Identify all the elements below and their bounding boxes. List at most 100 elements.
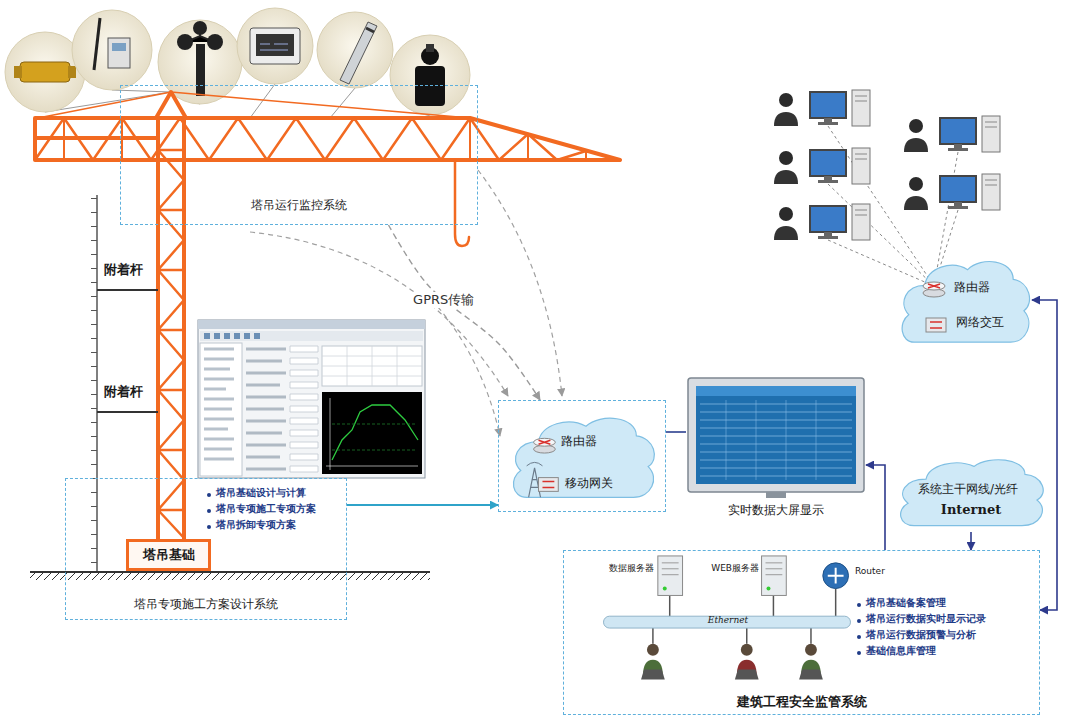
sensor-icons (112, 43, 126, 51)
bullet-item: 基础信息库管理 (866, 645, 936, 658)
network-illustration (805, 644, 817, 656)
software-screenshot (200, 331, 423, 341)
network-illustration (799, 670, 823, 680)
screen-display: 实时数据大屏显示 (686, 376, 866, 524)
client-computers (940, 118, 976, 144)
connector (666, 431, 686, 433)
router-cloud: 路由器网络交互 (898, 252, 1032, 350)
client-computers (810, 206, 846, 232)
software-screenshot (198, 320, 425, 329)
sensor-icons (193, 21, 207, 35)
sensor-icons (108, 38, 130, 68)
signal-arcs (432, 300, 500, 436)
client-computers (810, 150, 846, 176)
client-computers (855, 96, 867, 101)
ground (30, 571, 430, 573)
ground (30, 573, 430, 580)
client-computers (774, 148, 870, 184)
client-computers (904, 174, 1000, 210)
connector (970, 532, 972, 550)
node-title: Internet (941, 502, 1001, 518)
client-computers (774, 204, 870, 240)
client-computers (954, 144, 962, 148)
building-edge (96, 195, 98, 572)
bullet-item: 塔吊运行数据预警与分析 (866, 629, 976, 642)
network-illustration (735, 670, 759, 680)
connector (389, 225, 541, 400)
software-screenshot (322, 346, 422, 386)
signal-arcs (250, 232, 508, 396)
client-computers (982, 116, 1000, 152)
cloud-shape (542, 482, 554, 488)
client-computers (779, 151, 793, 165)
client-computers (904, 196, 928, 210)
system-region: 塔吊运行监控系统 (120, 85, 478, 225)
network-illustration (767, 587, 771, 591)
device-label: 数据服务器 (609, 563, 654, 574)
client-computers (774, 170, 798, 184)
cloud-shape (527, 462, 543, 465)
cloud-shape (901, 460, 1044, 526)
monitor-shape (700, 404, 852, 476)
signal-arcs (478, 170, 562, 396)
cloud-shape (539, 440, 551, 444)
bullet-dot (207, 493, 211, 497)
building-edge (94, 195, 158, 572)
network-illustration (828, 568, 844, 584)
client-computers (774, 90, 1000, 240)
sensor-icons (250, 28, 300, 64)
sensor-icons (94, 18, 100, 70)
client-computers (852, 90, 870, 126)
software-screenshot (246, 349, 286, 469)
sensor-icons (260, 44, 288, 50)
software-screenshot (214, 333, 220, 339)
sensor-icons (14, 66, 22, 78)
bullet-item: 塔吊基础设计与计算 (216, 487, 306, 500)
cloud-shape (534, 438, 556, 446)
sensor-icons (366, 28, 374, 32)
network-illustration (662, 563, 679, 575)
network-illustration (766, 563, 783, 575)
cloud-shape (499, 401, 665, 511)
client-computers (774, 112, 798, 126)
edge-label: GPRS传输 (410, 292, 477, 308)
software-screenshot (332, 424, 416, 450)
bus-label: Ethernet (708, 615, 748, 626)
software-screenshot (322, 392, 422, 474)
connector (866, 465, 885, 550)
client-computers (818, 122, 838, 125)
sensor-icons (390, 35, 470, 115)
monitor-shape (766, 492, 786, 498)
cloud-shape (930, 322, 942, 328)
node-label: 网络交互 (956, 315, 1004, 330)
sensor-icons (68, 66, 76, 78)
network-illustration (762, 556, 787, 596)
monitor-shape (696, 386, 856, 484)
node-title: 塔吊运行监控系统 (251, 198, 347, 213)
internet-cloud: 系统主干网线/光纤Internet (896, 452, 1046, 532)
cloud-shape (902, 262, 1029, 343)
software-screenshot (224, 333, 230, 339)
node-label: 路由器 (954, 280, 990, 295)
network-illustration (641, 670, 665, 680)
client-computers (909, 119, 923, 133)
sensor-icons (317, 12, 393, 88)
software-screenshot (290, 346, 318, 472)
software-screenshot (204, 349, 234, 459)
client-computers (824, 176, 832, 180)
cloud-shape (898, 252, 1032, 350)
sensor-icons (207, 34, 223, 50)
client-computers (779, 207, 793, 221)
building-edge (97, 290, 158, 412)
network-illustration (741, 644, 753, 656)
client-computers (940, 176, 976, 202)
monitor-shape (726, 400, 816, 480)
bullet-item: 塔吊基础备案管理 (866, 597, 946, 610)
node-label: 移动网关 (565, 476, 613, 491)
software-screenshot (200, 343, 242, 476)
client-links (828, 126, 958, 286)
client-computers (954, 202, 962, 206)
tower-crane (455, 160, 469, 246)
